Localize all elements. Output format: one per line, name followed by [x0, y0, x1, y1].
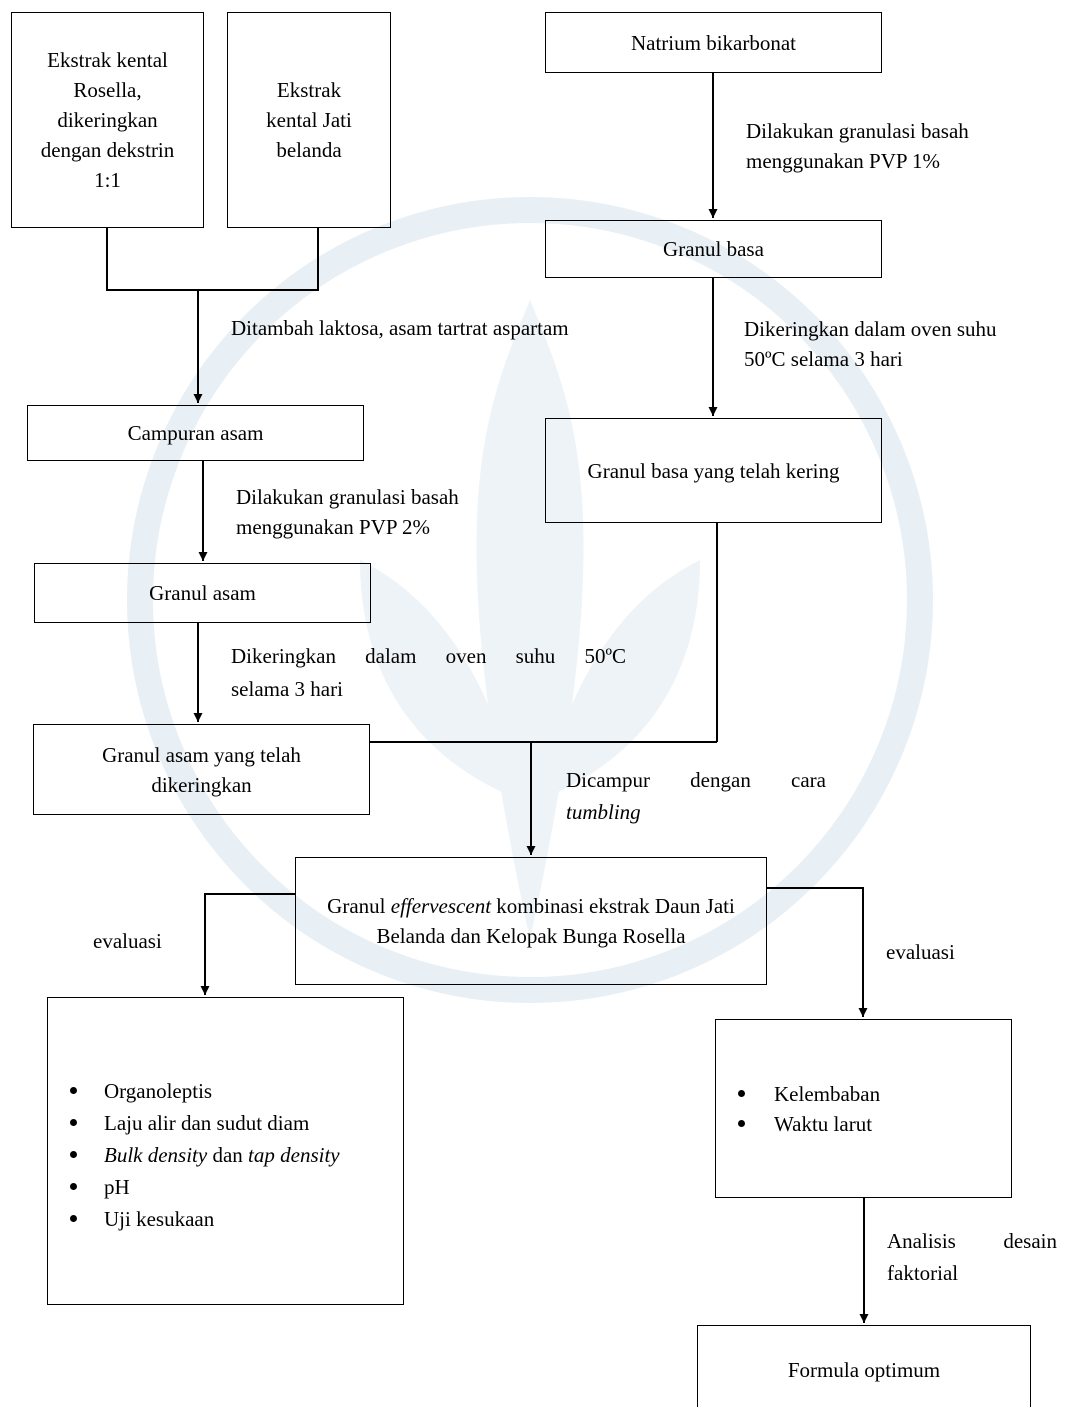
label-analisis-line2: faktorial	[887, 1261, 959, 1285]
list-item-text-em: tap density	[248, 1143, 340, 1167]
box-ekstrak-rosella-text: Ekstrak kental Rosella, dikeringkan deng…	[40, 48, 175, 192]
evaluasi-kanan-list: Kelembaban Waktu larut	[716, 1079, 1011, 1139]
list-item-text-em: Bulk density	[104, 1143, 208, 1167]
box-granul-basa-kering-text: Granul basa yang telah kering	[587, 458, 840, 483]
list-item: Bulk density dan tap density	[48, 1140, 403, 1170]
label-keringkan-asam-line1: Dikeringkan dalam oven suhu 50ºC	[231, 644, 626, 668]
label-granulasi-pvp2: Dilakukan granulasi basah menggunakan PV…	[236, 485, 459, 539]
label-evaluasi-kanan: evaluasi	[886, 940, 955, 964]
label-tambah-laktosa: Ditambah laktosa, asam tartrat aspartam	[231, 316, 569, 340]
box-granul-effervescent: Granul effervescent kombinasi ekstrak Da…	[295, 857, 767, 985]
box-granul-basa-text: Granul basa	[663, 237, 764, 261]
label-dicampur-line2: tumbling	[566, 800, 641, 824]
label-keringkan-basa: Dikeringkan dalam oven suhu 50ºC selama …	[744, 317, 997, 371]
box-evaluasi-kiri: Organoleptis Laju alir dan sudut diam Bu…	[47, 997, 404, 1305]
label-analisis-line1: Analisis desain	[887, 1229, 1057, 1253]
label-evaluasi-kiri: evaluasi	[93, 929, 162, 953]
list-item: Laju alir dan sudut diam	[48, 1108, 403, 1138]
label-keringkan-asam-line2: selama 3 hari	[231, 677, 343, 701]
list-item-text: Kelembaban	[774, 1081, 881, 1106]
eff-text-em: effervescent	[390, 894, 492, 918]
box-ekstrak-rosella: Ekstrak kental Rosella, dikeringkan deng…	[11, 12, 204, 228]
list-item-text: dan	[207, 1143, 249, 1167]
box-granul-basa-kering: Granul basa yang telah kering	[545, 418, 882, 523]
box-granul-effervescent-text: Granul effervescent kombinasi ekstrak Da…	[296, 891, 766, 951]
box-granul-asam-text: Granul asam	[149, 581, 256, 605]
box-formula-optimum-text: Formula optimum	[787, 1358, 941, 1382]
box-granul-asam-kering-text: Granul asam yang telah dikeringkan	[102, 742, 301, 797]
list-item: Uji kesukaan	[48, 1204, 403, 1234]
list-item: pH	[48, 1172, 403, 1202]
eff-text-pre: Granul	[327, 894, 391, 918]
box-formula-optimum: Formula optimum	[697, 1325, 1031, 1407]
evaluasi-kiri-list: Organoleptis Laju alir dan sudut diam Bu…	[48, 1076, 403, 1234]
list-item: Waktu larut	[716, 1109, 1011, 1139]
box-evaluasi-kanan: Kelembaban Waktu larut	[715, 1019, 1012, 1198]
box-granul-asam-kering: Granul asam yang telah dikeringkan	[33, 724, 370, 815]
label-dicampur-line1: Dicampur dengan cara	[566, 768, 826, 792]
box-campuran-asam-text: Campuran asam	[127, 421, 264, 445]
eff-text-post: kombinasi ekstrak Daun Jati Belanda dan …	[376, 894, 735, 948]
box-granul-basa: Granul basa	[545, 220, 882, 278]
box-campuran-asam: Campuran asam	[27, 405, 364, 461]
box-natrium-bikarbonat-text: Natrium bikarbonat	[630, 30, 797, 55]
list-item: Kelembaban	[716, 1079, 1011, 1109]
list-item-text: Waktu larut	[774, 1111, 873, 1136]
list-item-text: pH	[104, 1175, 130, 1199]
box-natrium-bikarbonat: Natrium bikarbonat	[545, 12, 882, 73]
list-item-text: Laju alir dan sudut diam	[104, 1111, 310, 1135]
label-granulasi-pvp1: Dilakukan granulasi basah menggunakan PV…	[746, 119, 969, 173]
list-item-text: Uji kesukaan	[104, 1207, 215, 1231]
box-ekstrak-jati: Ekstrak kental Jati belanda	[227, 12, 391, 228]
list-item: Organoleptis	[48, 1076, 403, 1106]
list-item-text: Organoleptis	[104, 1079, 213, 1103]
box-ekstrak-jati-text: Ekstrak kental Jati belanda	[266, 78, 352, 162]
box-granul-asam: Granul asam	[34, 563, 371, 623]
